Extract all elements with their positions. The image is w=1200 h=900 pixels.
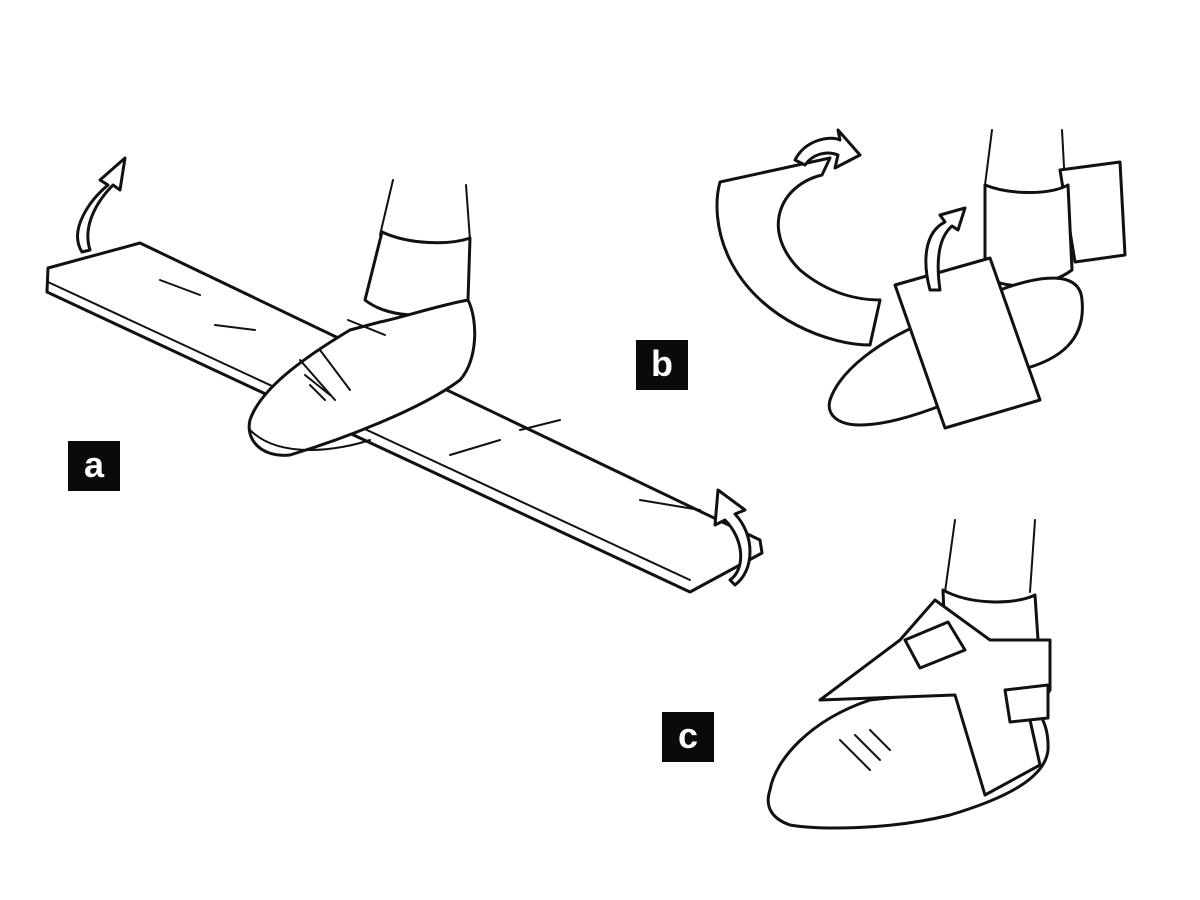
panel-label-c: c [662,712,714,762]
curved-arrow-icon [713,488,752,587]
panel-b-drawing [715,128,1127,430]
leg [944,519,1036,593]
panel-label-b: b [636,340,688,390]
strap [45,241,764,594]
shoe [247,298,477,457]
sock [983,183,1074,288]
big-curved-strap-arrow [715,156,882,347]
velcro-tab [903,620,967,670]
wrapped-strap [893,256,1042,430]
velcro-tab [1003,683,1050,724]
panel-label-a: a [68,441,120,491]
panel-a-drawing [45,156,764,594]
panel-c-drawing [766,519,1052,830]
wrapped-strap [818,598,1052,797]
leg [379,179,471,241]
leg [984,129,1066,186]
curved-arrow-icon [76,156,127,254]
curved-arrow-icon [793,128,862,170]
curved-arrow-icon [924,206,967,292]
